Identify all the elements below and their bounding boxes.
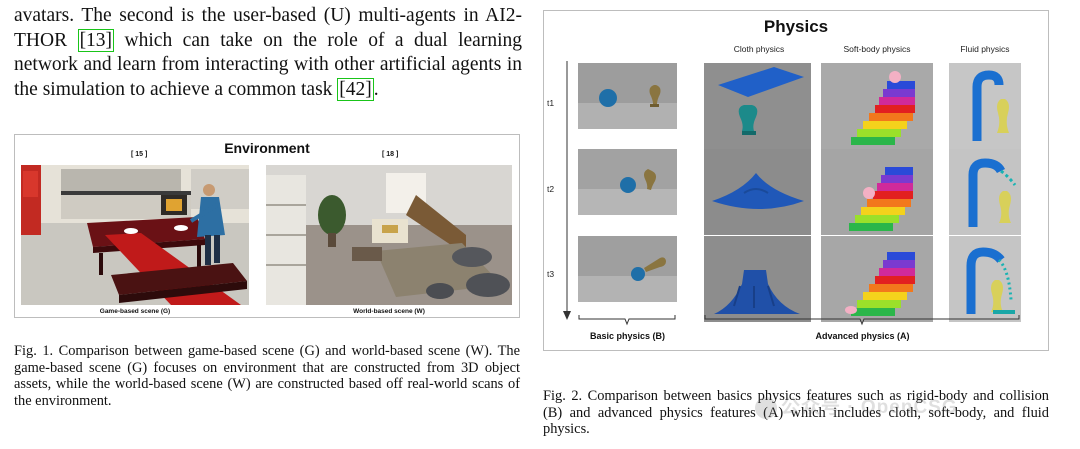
watermark: 公众号 · OpenCSG: [755, 392, 1045, 422]
basic-physics-brace: [578, 315, 676, 326]
advanced-physics-brace: [704, 315, 1020, 326]
column-header-soft-body: Soft-body physics: [843, 44, 911, 54]
world-scene-label: World-based scene (W): [353, 308, 425, 315]
world-scene-reference: [ 18 ]: [382, 151, 399, 158]
figure-2-caption: Fig. 2. Comparison between basics physic…: [543, 388, 1049, 438]
timeline-arrow: [563, 61, 571, 320]
basic-physics-t3-image: [578, 236, 677, 302]
fluid-physics-t2-image: [949, 149, 1021, 235]
column-header-fluid: Fluid physics: [960, 44, 1010, 54]
advanced-physics-label: Advanced physics (A): [815, 331, 910, 341]
time-label-t1: t1: [547, 98, 555, 108]
body-paragraph: avatars. The second is the user-based (U…: [14, 5, 522, 101]
time-label-t2: t2: [547, 184, 555, 194]
figure-2-title: Physics: [763, 17, 829, 36]
figure-1-caption: Fig. 1. Comparison between game-based sc…: [14, 343, 520, 409]
soft-body-physics-t3-image: [821, 236, 933, 322]
cloth-physics-t1-image: [704, 63, 811, 149]
world-based-scene-image: [266, 165, 512, 305]
basic-physics-label: Basic physics (B): [589, 331, 666, 341]
game-scene-reference: [ 15 ]: [131, 151, 148, 158]
game-scene-label: Game-based scene (G): [99, 308, 171, 315]
game-based-scene-image: [21, 165, 249, 305]
cloth-physics-t3-image: [704, 236, 811, 322]
time-label-t3: t3: [547, 269, 555, 279]
citation-link-13[interactable]: [13]: [77, 28, 115, 52]
fluid-physics-t1-image: [949, 63, 1021, 149]
soft-body-physics-t2-image: [821, 149, 933, 235]
wechat-icon: [755, 396, 777, 419]
basic-physics-t1-image: [578, 63, 677, 129]
citation-link-42[interactable]: [42]: [337, 77, 374, 101]
basic-physics-t2-image: [578, 149, 677, 215]
figure-1-environment: Environment [ 15 ] [ 18 ]: [14, 134, 520, 318]
soft-body-physics-t1-image: [821, 63, 933, 149]
cloth-physics-t2-image: [704, 149, 811, 235]
figure-2-physics: Physics Cloth physics Soft-body physics …: [543, 10, 1049, 351]
fluid-physics-t3-image: [949, 236, 1021, 322]
column-header-cloth: Cloth physics: [733, 44, 785, 54]
figure-1-title: Environment: [224, 140, 310, 156]
